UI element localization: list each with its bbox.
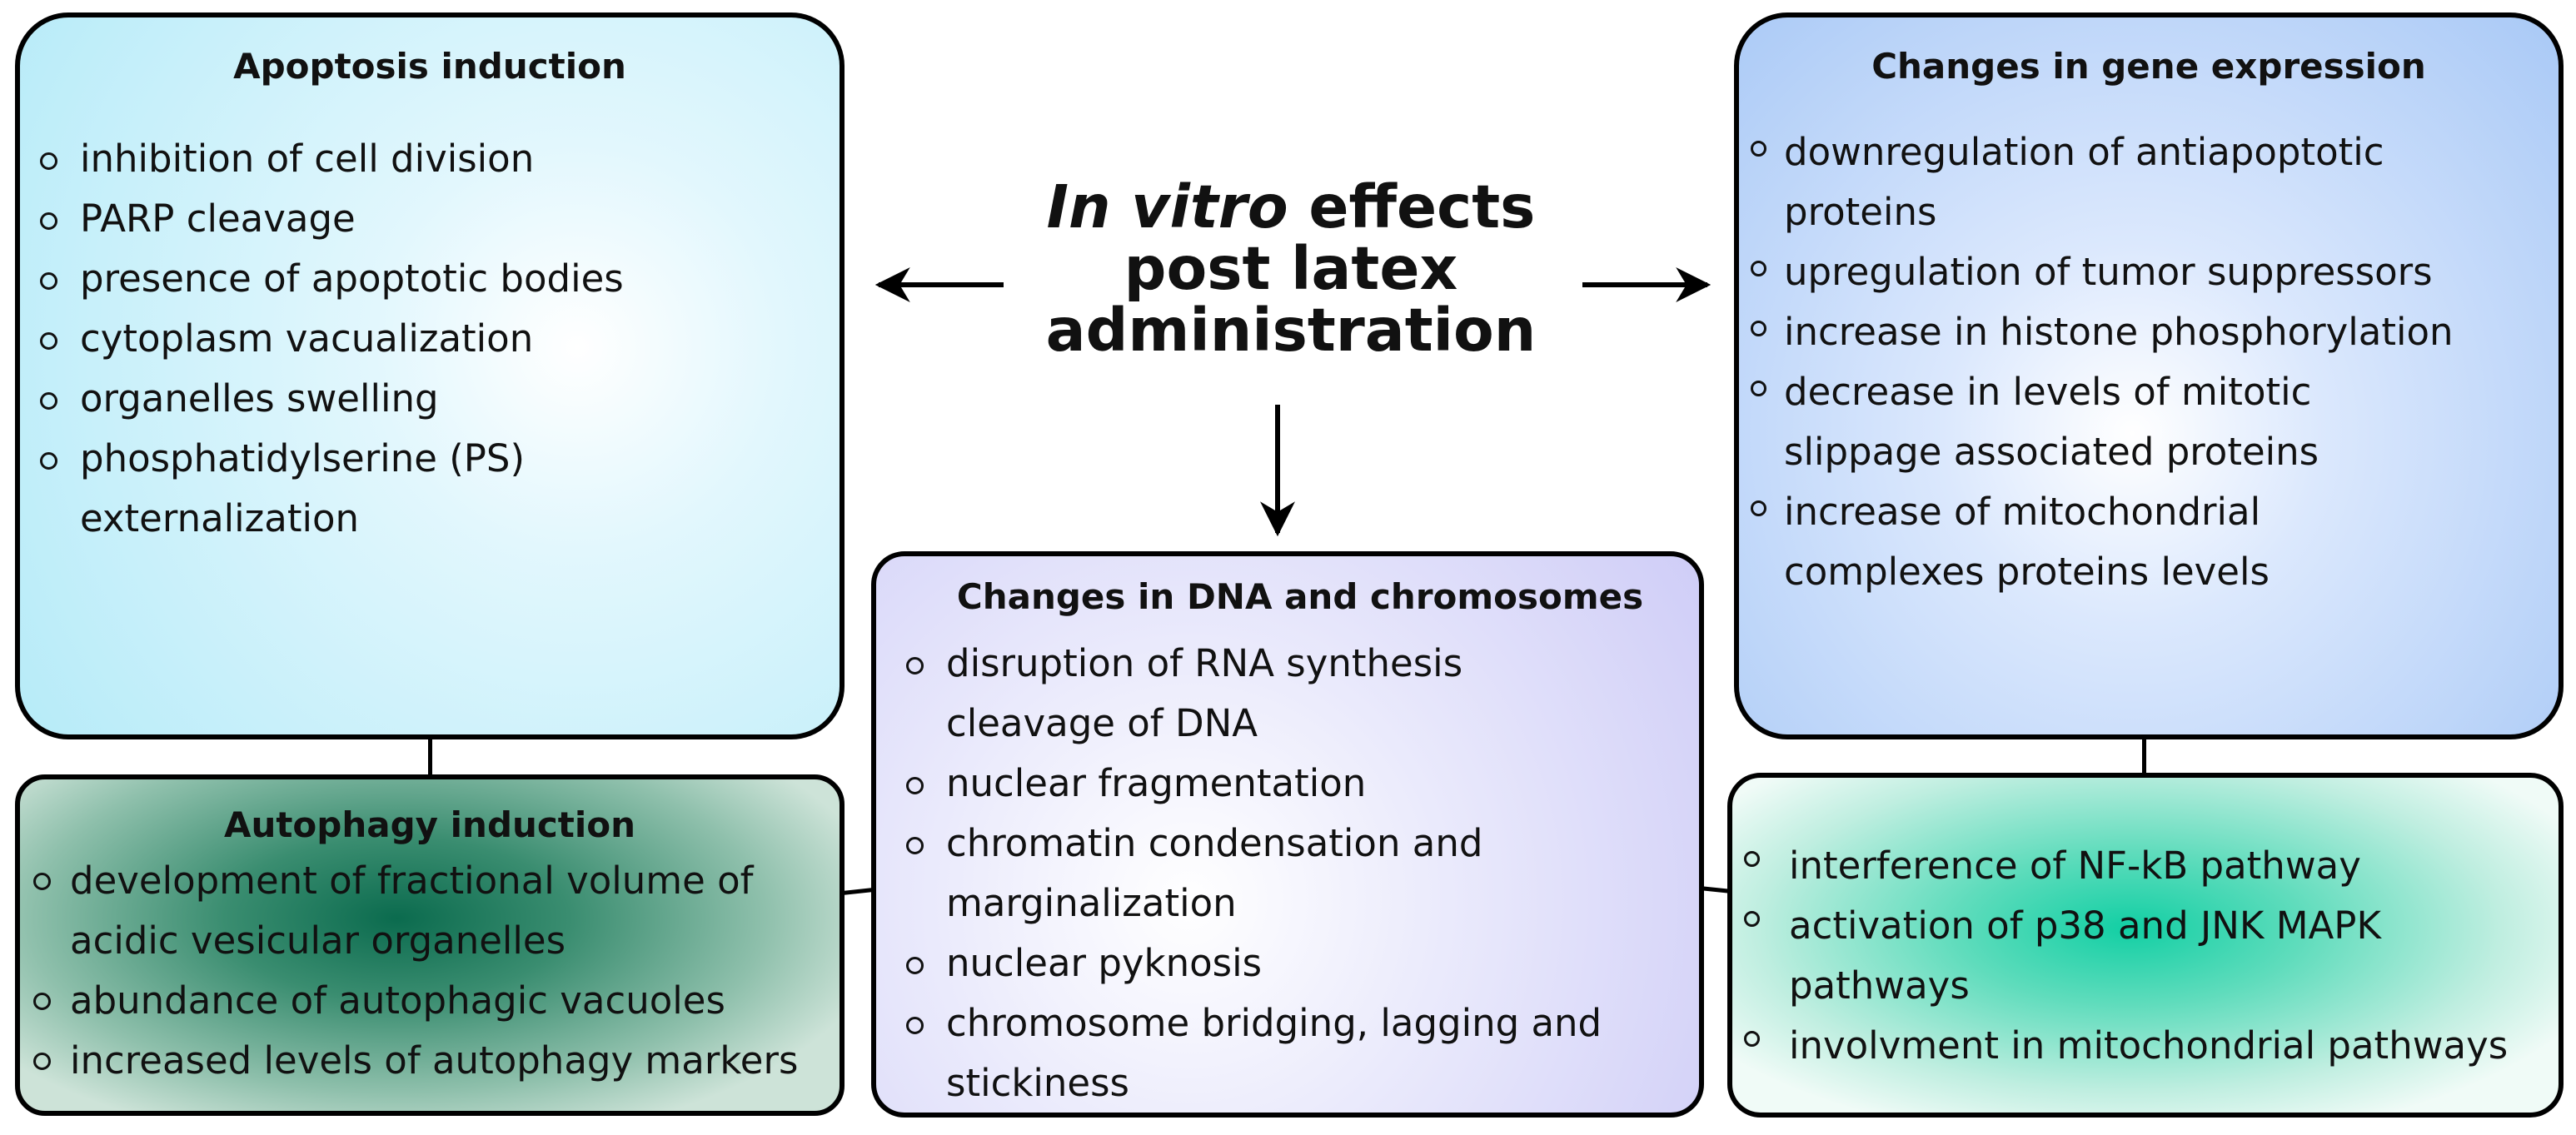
list-item: decrease in levels of mitotic slippage a… <box>1751 362 2417 482</box>
list-item: phosphatidylserine (PS) externalization <box>38 429 580 549</box>
list-item: chromosome bridging, lagging and stickin… <box>904 993 1679 1113</box>
apoptosis-list: inhibition of cell division PARP cleavag… <box>38 129 624 549</box>
pathways-list: interference of NF-kB pathway activation… <box>1744 836 2508 1076</box>
gene-expression-box: Changes in gene expression downregulatio… <box>1734 12 2564 739</box>
title-line2: post latex <box>1124 234 1458 303</box>
autophagy-box: Autophagy induction development of fract… <box>15 774 845 1116</box>
list-item: organelles swelling <box>38 369 624 429</box>
list-item: increase of mitochondrial complexes prot… <box>1751 482 2384 602</box>
dna-chromosomes-box: Changes in DNA and chromosomes disruptio… <box>871 551 1704 1118</box>
list-item: nuclear pyknosis <box>904 933 1679 993</box>
central-title: In vitro effects post latex administrati… <box>966 177 1616 361</box>
list-item: increase in histone phosphorylation <box>1751 302 2454 362</box>
list-item: chromatin condensation and marginalizati… <box>904 814 1579 933</box>
list-item: presence of apoptotic bodies <box>38 249 624 309</box>
list-item: cytoplasm vacualization <box>38 309 624 369</box>
list-item: PARP cleavage <box>38 189 624 249</box>
title-line1-rest: effects <box>1288 172 1536 241</box>
list-item: interference of NF-kB pathway <box>1744 836 2508 896</box>
list-item: increased levels of autophagy markers <box>33 1031 820 1091</box>
pathways-box: interference of NF-kB pathway activation… <box>1727 773 2564 1118</box>
list-item: disruption of RNA synthesis cleavage of … <box>904 634 1546 754</box>
title-line3: administration <box>1045 296 1537 365</box>
gene-expression-list: downregulation of antiapoptotic proteins… <box>1751 122 2454 602</box>
title-italic: In vitro <box>1046 172 1288 241</box>
list-item: nuclear fragmentation <box>904 754 1679 814</box>
connector-gene-pathways <box>2142 738 2146 776</box>
list-item: involvment in mitochondrial pathways <box>1744 1016 2508 1076</box>
apoptosis-heading: Apoptosis induction <box>233 46 626 87</box>
list-item: development of fractional volume of acid… <box>33 851 820 971</box>
autophagy-list: development of fractional volume of acid… <box>33 851 820 1091</box>
apoptosis-box: Apoptosis induction inhibition of cell d… <box>15 12 845 739</box>
connector-apoptosis-autophagy <box>428 738 432 778</box>
dna-chromosomes-list: disruption of RNA synthesis cleavage of … <box>904 634 1679 1113</box>
list-item: downregulation of antiapoptotic proteins <box>1751 122 2450 242</box>
dna-chromosomes-heading: Changes in DNA and chromosomes <box>956 576 1644 617</box>
list-item: inhibition of cell division <box>38 129 624 189</box>
list-item: activation of p38 and JNK MAPK pathways <box>1744 896 2505 1016</box>
autophagy-heading: Autophagy induction <box>223 804 636 845</box>
gene-expression-heading: Changes in gene expression <box>1871 46 2426 87</box>
list-item: upregulation of tumor suppressors <box>1751 242 2454 302</box>
list-item: abundance of autophagic vacuoles <box>33 971 820 1031</box>
